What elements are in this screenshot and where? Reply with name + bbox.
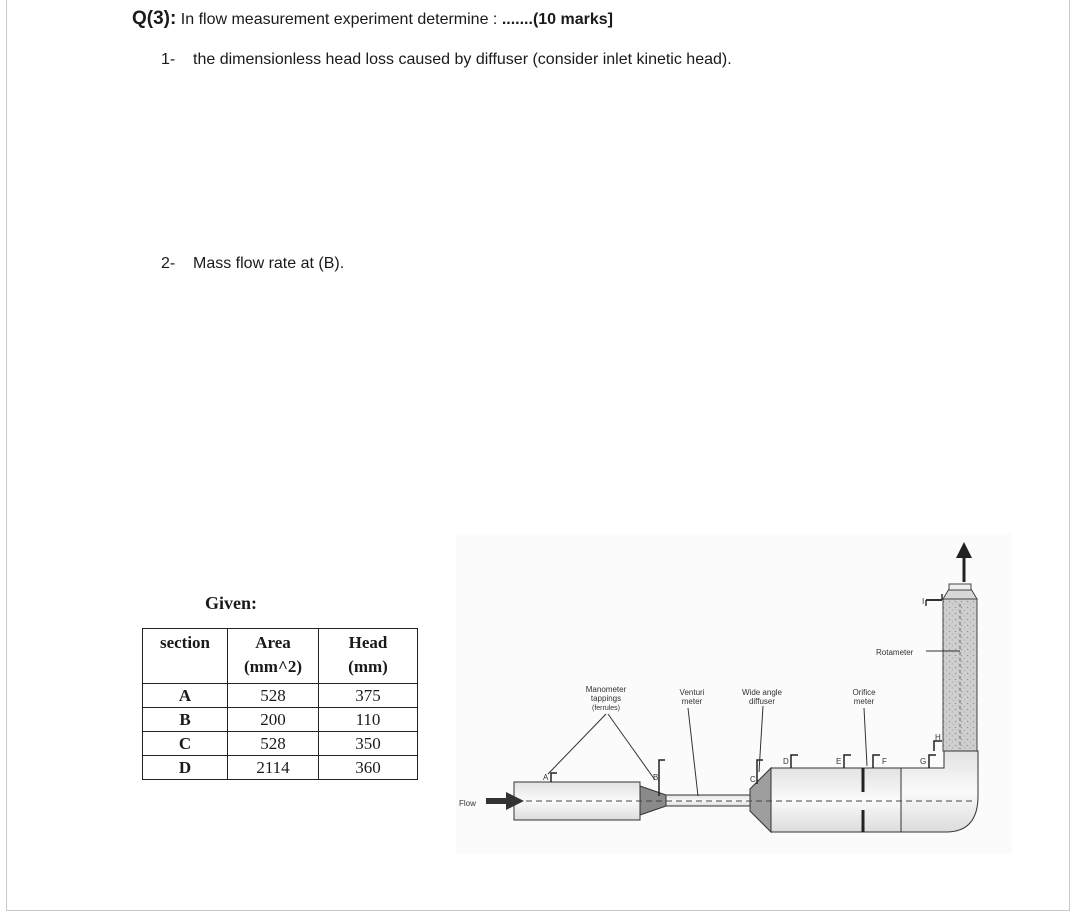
table-row: C 528 350 xyxy=(142,731,418,756)
task-text: the dimensionless head loss caused by di… xyxy=(193,51,732,68)
cell-section: A xyxy=(142,683,228,708)
given-table: section Area(mm^2) Head(mm) A 528 375 B … xyxy=(142,628,418,780)
label-diffuser-2: diffuser xyxy=(749,697,775,706)
label-section-e: E xyxy=(836,757,841,766)
flow-arrow-icon xyxy=(486,792,524,810)
header-area: Area(mm^2) xyxy=(227,628,319,684)
cell-area: 528 xyxy=(227,731,319,756)
task-text: Mass flow rate at (B). xyxy=(193,255,345,272)
pressure-tappings xyxy=(550,740,942,796)
question-number: Q(3): xyxy=(132,8,177,29)
task-2: 2- Mass flow rate at (B). xyxy=(161,255,344,273)
task-1: 1- the dimensionless head loss caused by … xyxy=(161,51,732,69)
table-row: B 200 110 xyxy=(142,707,418,732)
table-row: A 528 375 xyxy=(142,683,418,708)
outlet-arrow-icon xyxy=(956,542,972,582)
label-section-i: I xyxy=(922,597,924,606)
cell-section: B xyxy=(142,707,228,732)
cell-head: 350 xyxy=(318,731,418,756)
task-number: 1- xyxy=(161,51,176,68)
table-row: D 2114 360 xyxy=(142,755,418,780)
label-venturi-2: meter xyxy=(682,697,703,706)
question-prompt: In flow measurement experiment determine… xyxy=(180,11,498,28)
cell-section: C xyxy=(142,731,228,756)
label-manometer-1: Manometer xyxy=(586,685,627,694)
label-section-f: F xyxy=(882,757,887,766)
leader-lines xyxy=(547,650,960,797)
valve-i-marker xyxy=(925,594,943,606)
label-diffuser-1: Wide angle xyxy=(742,688,783,697)
label-flow: Flow xyxy=(459,799,476,808)
question-heading: Q(3): In flow measurement experiment det… xyxy=(132,8,613,30)
given-label: Given: xyxy=(205,593,257,613)
label-section-b: B xyxy=(653,773,658,782)
header-section: section xyxy=(142,628,228,684)
flow-apparatus-diagram: Rotameter Manometer tappings (ferrules) … xyxy=(456,534,1012,854)
cell-section: D xyxy=(142,755,228,780)
cell-head: 110 xyxy=(318,707,418,732)
table-header-row: section Area(mm^2) Head(mm) xyxy=(142,628,418,684)
label-section-d: D xyxy=(783,757,789,766)
label-section-a: A xyxy=(543,773,549,782)
label-section-c: C xyxy=(750,775,756,784)
label-rotameter: Rotameter xyxy=(876,648,914,657)
label-manometer-2: tappings xyxy=(591,694,621,703)
cell-area: 2114 xyxy=(227,755,319,780)
cell-head: 375 xyxy=(318,683,418,708)
label-section-h: H xyxy=(935,733,941,742)
cell-area: 528 xyxy=(227,683,319,708)
orifice-pipe xyxy=(770,767,902,833)
label-venturi-1: Venturi xyxy=(680,688,705,697)
question-marks: .......(10 marks] xyxy=(501,11,613,28)
header-head: Head(mm) xyxy=(318,628,418,684)
label-orifice-2: meter xyxy=(854,697,875,706)
task-number: 2- xyxy=(161,255,176,272)
label-manometer-3: (ferrules) xyxy=(592,705,620,712)
page-border xyxy=(6,0,1070,911)
rotameter xyxy=(942,583,978,752)
label-orifice-1: Orifice xyxy=(852,688,876,697)
cell-area: 200 xyxy=(227,707,319,732)
cell-head: 360 xyxy=(318,755,418,780)
label-section-g: G xyxy=(920,757,926,766)
